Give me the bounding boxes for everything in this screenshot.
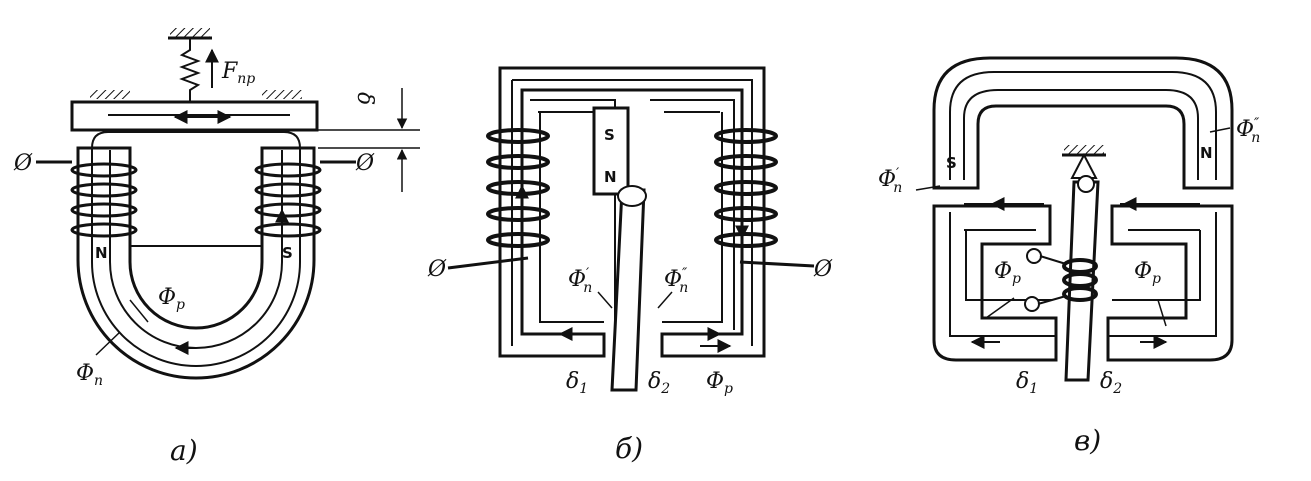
force-label: Fпр <box>221 59 255 87</box>
flux-loop-outer <box>91 131 301 367</box>
terminal-b-left: Ø <box>427 257 447 282</box>
armature-b <box>610 188 646 392</box>
coil-left <box>70 162 138 238</box>
flux-work-c-left: Φр <box>994 259 1021 287</box>
terminal-a-left: Ø <box>13 151 33 176</box>
panel-b-labels: Ø Ø S N Φ′п Φ″п δ1 δ2 Φр б) <box>427 126 833 465</box>
panel-b <box>447 66 815 392</box>
flux-perm-c1: Φ′п <box>878 166 902 196</box>
panel-c <box>915 56 1234 382</box>
caption-a: a) <box>170 434 198 467</box>
pole-b-top: S <box>604 126 615 144</box>
hatch-armature-left <box>90 90 130 99</box>
caption-b: б) <box>615 432 643 465</box>
gap-b1: δ1 <box>566 369 588 397</box>
panel-a-labels: Ø Ø Fпр δ N S Φр Φп a) <box>13 59 377 467</box>
gap-b2: δ2 <box>648 369 670 397</box>
magnet-b <box>592 106 630 196</box>
coil-right <box>254 162 322 238</box>
core-c-lower <box>932 204 1058 362</box>
flux-perm-c2: Φ″п <box>1236 116 1260 146</box>
hatch-c <box>1064 145 1104 155</box>
hatch-armature-right <box>262 90 302 99</box>
gap-c1: δ1 <box>1016 369 1038 397</box>
hatch-top-mount <box>170 28 210 38</box>
armature-c <box>1064 180 1100 382</box>
coil-b-right <box>714 128 778 248</box>
pole-a-left: N <box>95 244 108 262</box>
caption-c: в) <box>1074 424 1101 457</box>
pole-a-right: S <box>282 244 293 262</box>
flux-perm-b1: Φ′п <box>568 266 592 296</box>
terminal-a-right: Ø <box>355 151 375 176</box>
flux-work-b: Φр <box>706 369 733 397</box>
panel-c-labels: S N Φ′п Φ″п Φр Φр δ1 δ2 в) <box>878 116 1260 457</box>
coil-b-left <box>486 128 550 248</box>
flux-perm-b2: Φ″п <box>664 266 688 296</box>
pole-c-right: N <box>1200 144 1213 162</box>
pole-c-left: S <box>946 154 957 172</box>
spring <box>179 38 201 102</box>
gap-c2: δ2 <box>1100 369 1122 397</box>
flux-work-c-right: Φр <box>1134 259 1161 287</box>
terminal-b-right: Ø <box>813 257 833 282</box>
horseshoe-magnet <box>76 146 316 380</box>
coil-c <box>1062 258 1098 302</box>
gap-label: δ <box>352 92 377 105</box>
pole-b-bottom: N <box>604 168 617 186</box>
flux-work-a: Φр <box>158 285 185 313</box>
panel-a <box>36 28 420 380</box>
core-b <box>498 66 766 358</box>
flux-perm-a: Φп <box>76 361 103 389</box>
